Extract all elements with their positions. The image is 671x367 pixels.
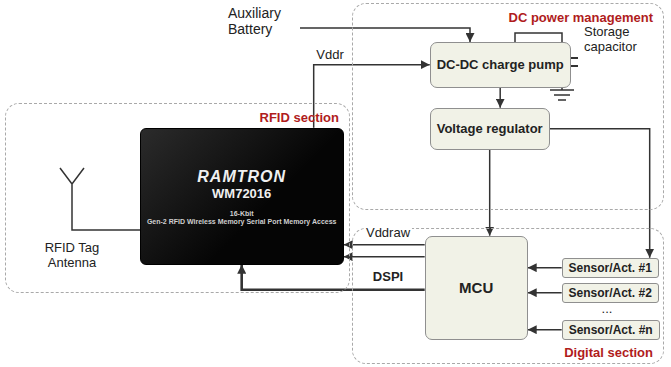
box-label: Voltage regulator xyxy=(437,121,543,136)
connector-arrow xyxy=(344,244,425,246)
region-panel: Digital section MCU Sensor/Act. #1 Sensor/A… xyxy=(352,228,664,364)
mcu-box: MCU xyxy=(425,236,528,340)
connector-arrow xyxy=(528,292,562,294)
connector-arrow xyxy=(528,329,562,331)
sensor-box: Sensor/Act. #2 xyxy=(562,283,659,303)
box-label: Sensor/Act. #2 xyxy=(569,286,652,300)
box-label: Sensor/Act. #n xyxy=(569,323,653,337)
connector-arrow xyxy=(344,256,425,258)
annotation-label: ... xyxy=(592,303,622,315)
region-title: RFID section xyxy=(260,110,339,125)
chip-marking: RAMTRON xyxy=(197,167,286,186)
battery-arrow xyxy=(300,28,470,42)
connector-arrow xyxy=(550,129,650,258)
process-box: Voltage regulator xyxy=(430,108,550,150)
signal-label: Vddr xyxy=(314,48,345,62)
annotation-label: Auxiliary Battery xyxy=(228,5,308,37)
region-title: Digital section xyxy=(564,345,653,360)
annotation-label: RFID Tag Antenna xyxy=(30,240,114,270)
antenna-symbol xyxy=(60,168,140,230)
box-label: DC-DC charge pump xyxy=(437,57,564,72)
chip-marking: 16-Kbit xyxy=(230,210,254,218)
connector-arrow xyxy=(242,265,425,290)
connector-arrow xyxy=(528,267,562,269)
chip-package: RAMTRONWM72016 16-KbitGen-2 RFID Wireless… xyxy=(140,128,344,265)
annotation-label: Storage capacitor xyxy=(584,24,660,54)
box-label: MCU xyxy=(459,280,493,295)
box-label: Sensor/Act. #1 xyxy=(569,261,652,275)
sensor-box: Sensor/Act. #n xyxy=(562,320,660,340)
connector-arrow xyxy=(499,88,501,108)
signal-label: Vddraw xyxy=(364,226,412,240)
chip-marking: WM72016 xyxy=(212,186,271,202)
region-title: DC power management xyxy=(509,10,653,25)
chip-marking: Gen-2 RFID Wireless Memory Serial Port M… xyxy=(147,218,337,226)
signal-label: DSPI xyxy=(371,270,405,284)
sensor-box: Sensor/Act. #1 xyxy=(562,258,659,278)
connector-arrow xyxy=(489,150,491,236)
process-box: DC-DC charge pump xyxy=(430,42,571,88)
